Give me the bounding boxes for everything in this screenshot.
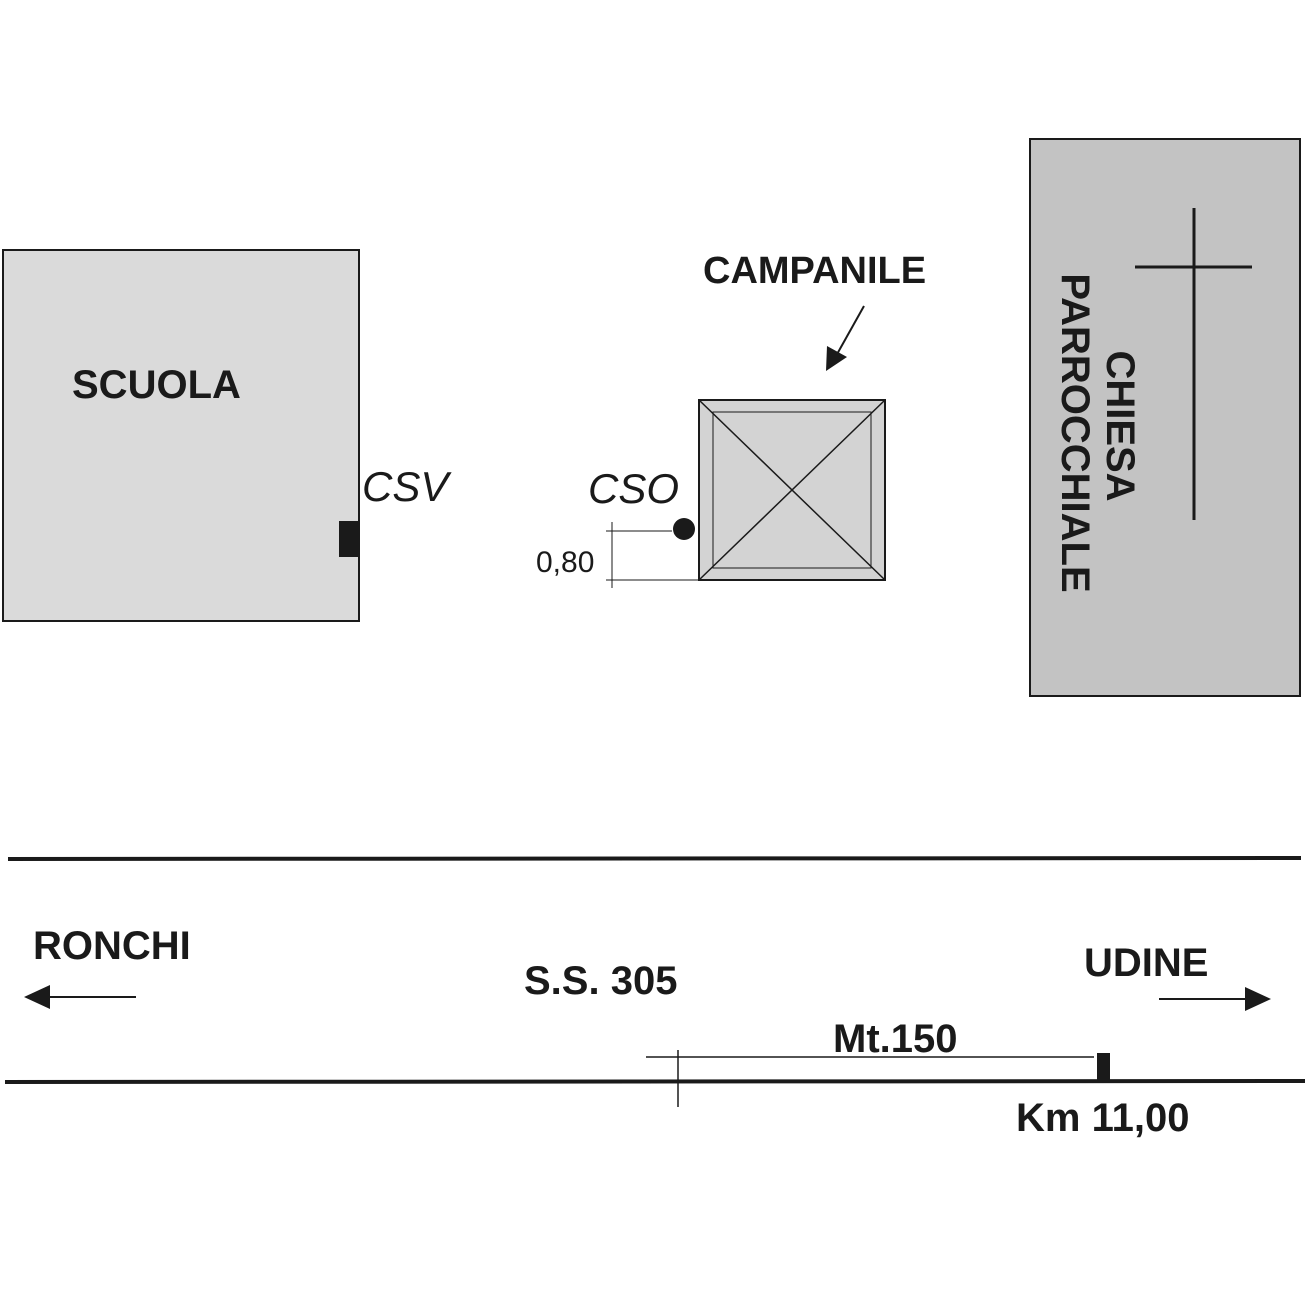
road-north-edge [7, 856, 1302, 861]
bell-tower-arrow [826, 305, 865, 371]
csv-marker [339, 521, 358, 557]
kilometer-post-marker [1097, 1053, 1110, 1081]
csv-label: CSV [362, 463, 452, 510]
church-label-line1: CHIESA [1098, 350, 1142, 501]
kilometer-marker-label: Km 11,00 [1016, 1096, 1189, 1140]
distance-dimension [646, 1050, 1094, 1107]
cso-marker [673, 518, 695, 540]
road-south-edge [4, 1079, 1305, 1084]
bell-tower-label: CAMPANILE [703, 250, 926, 292]
church-outline [1029, 138, 1301, 697]
school-label: SCUOLA [72, 363, 241, 407]
school-building: SCUOLA [2, 249, 360, 622]
cso-label: CSO [588, 465, 679, 512]
distance-label: Mt.150 [833, 1017, 958, 1061]
east-destination-label: UDINE [1084, 941, 1208, 985]
arrow-left-icon [24, 985, 136, 1009]
cross-icon [1135, 208, 1252, 520]
arrow-right-icon [1159, 987, 1271, 1011]
road-name-label: S.S. 305 [524, 959, 677, 1003]
school-outline [2, 249, 360, 622]
bell-tower-building [698, 399, 886, 581]
cso-offset-label: 0,80 [536, 546, 594, 579]
west-destination-label: RONCHI [33, 924, 191, 968]
church-label-line2: PARROCCHIALE [1053, 273, 1097, 592]
church-building: CHIESA PARROCCHIALE [1029, 138, 1301, 697]
cso-offset-dimension [606, 522, 699, 588]
